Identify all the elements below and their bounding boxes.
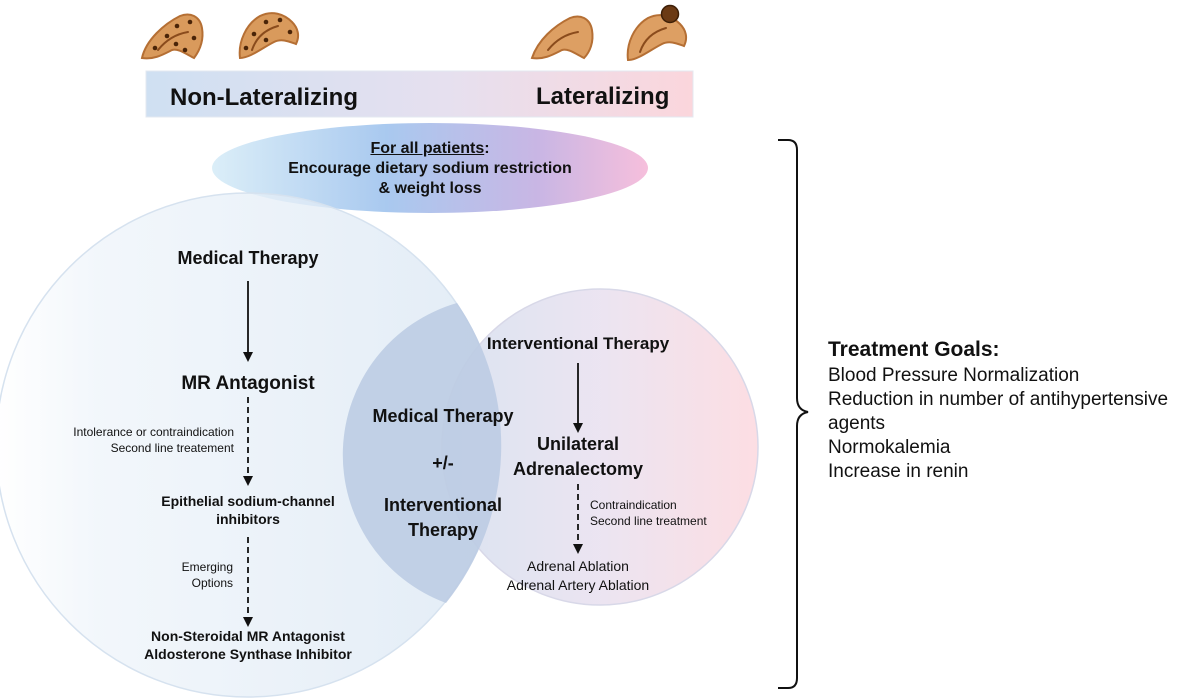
emerging-line2: Options: [191, 576, 233, 590]
mr-step-note: Intolerance or contraindication Second l…: [73, 424, 234, 456]
all-patients-text: For all patients: Encourage dietary sodi…: [288, 139, 572, 199]
all-patients-line1: Encourage dietary sodium restriction: [288, 160, 572, 177]
medical-therapy-heading: Medical Therapy: [177, 248, 319, 268]
non-lateralizing-label: Non-Lateralizing: [170, 84, 359, 111]
overlap-line4: Therapy: [407, 520, 479, 540]
all-patients-title: For all patients: [370, 140, 485, 157]
goal-item: Reduction in number of antihypertensive: [828, 389, 1169, 410]
overlap-line3: Interventional: [383, 495, 503, 515]
emerging-therapy-line2: Aldosterone Synthase Inhibitor: [144, 646, 352, 662]
enac-line2: inhibitors: [216, 511, 280, 527]
adrenal-gland-icon: [238, 12, 300, 60]
ablation-line1: Adrenal Ablation: [527, 558, 629, 574]
adrenalectomy-line2: Adrenalectomy: [512, 459, 644, 479]
goal-item: Increase in renin: [828, 461, 969, 482]
unilateral-adrenalectomy-label: Unilateral Adrenalectomy: [513, 432, 643, 482]
mr-step-note-line2: Second line treatement: [110, 441, 234, 455]
adrenal-gland-icon: [530, 15, 594, 60]
overlap-interventional-therapy: Interventional Therapy: [384, 493, 502, 543]
interventional-therapy-heading: Interventional Therapy: [486, 334, 670, 353]
all-patients-colon: :: [484, 140, 490, 157]
all-patients-ellipse: [212, 123, 648, 213]
treatment-goals-list: Blood Pressure Normalization Reduction i…: [828, 364, 1168, 484]
goal-item: Blood Pressure Normalization: [828, 365, 1080, 386]
emerging-line1: Emerging: [181, 560, 233, 574]
lateralization-banner: [145, 70, 694, 118]
adrenal-gland-icon: [140, 13, 204, 60]
ablation-line2: Adrenal Artery Ablation: [506, 577, 650, 593]
enac-inhibitors-label: Epithelial sodium-channel inhibitors: [161, 492, 334, 528]
adrenalectomy-note-line2: Second line treatment: [590, 514, 707, 528]
adrenalectomy-note: Contraindication Second line treatment: [590, 497, 707, 529]
overlap-medical-therapy: Medical Therapy: [372, 406, 514, 426]
treatment-goals-title: Treatment Goals:: [828, 338, 1000, 361]
adrenal-ablation-label: Adrenal Ablation Adrenal Artery Ablation: [507, 557, 649, 595]
all-patients-line2: & weight loss: [378, 180, 482, 197]
adrenalectomy-note-line1: Contraindication: [590, 498, 677, 512]
goal-item: Normokalemia: [828, 437, 951, 458]
lateralizing-label: Lateralizing: [536, 83, 670, 110]
mr-antagonist-label: MR Antagonist: [181, 373, 315, 394]
emerging-therapy-line1: Non-Steroidal MR Antagonist: [151, 628, 345, 644]
adrenal-nodule-icon: [626, 4, 688, 62]
emerging-options-note: Emerging Options: [182, 559, 233, 591]
enac-line1: Epithelial sodium-channel: [161, 493, 335, 509]
venn-overlap: [342, 303, 502, 603]
mr-step-note-line1: Intolerance or contraindication: [73, 425, 234, 439]
treatment-goals-brace: [778, 139, 809, 689]
emerging-therapies-label: Non-Steroidal MR Antagonist Aldosterone …: [144, 627, 352, 663]
goal-item: agents: [828, 413, 886, 434]
adrenalectomy-line1: Unilateral: [536, 434, 620, 454]
overlap-plus-minus: +/-: [432, 453, 454, 473]
